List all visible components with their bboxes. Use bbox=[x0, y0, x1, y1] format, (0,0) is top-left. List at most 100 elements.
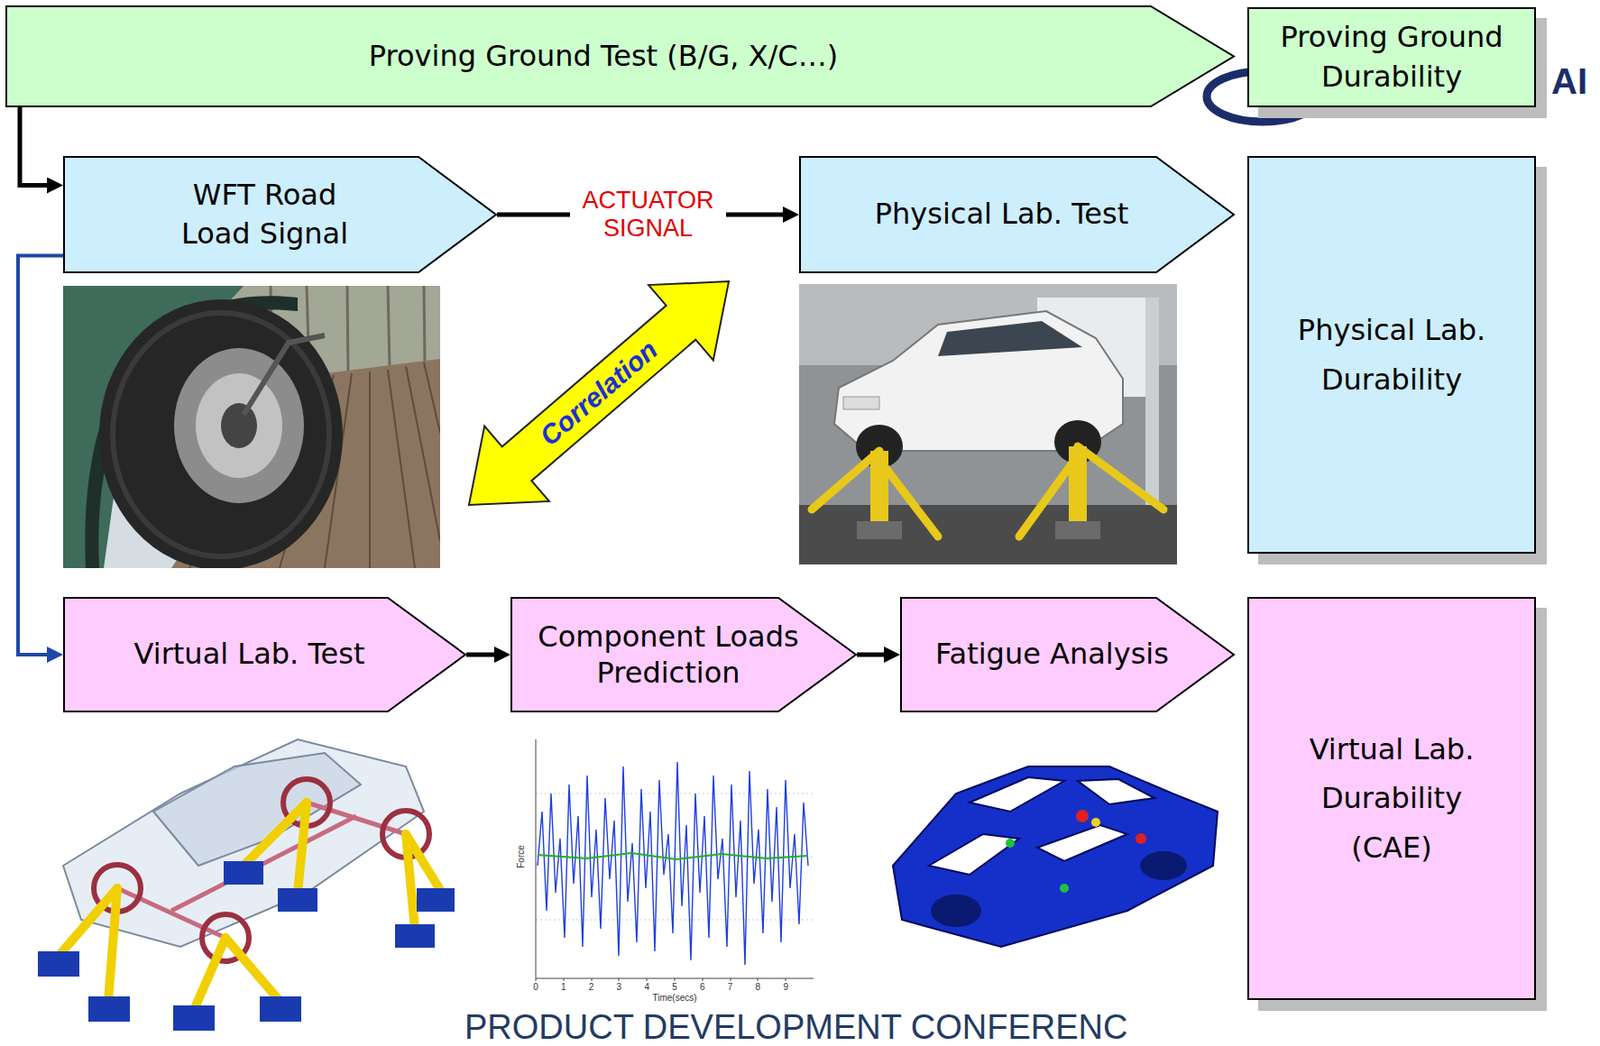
chevron-outline bbox=[901, 597, 1234, 712]
chevron-outline bbox=[800, 156, 1234, 273]
car-body-fatigue-plot bbox=[1075, 809, 1089, 823]
connector bbox=[856, 652, 884, 658]
car-body-fatigue-plot bbox=[1135, 833, 1147, 845]
wheel-photo bbox=[112, 312, 330, 557]
load-chart bbox=[646, 978, 648, 982]
axis-tick: 9 bbox=[782, 982, 789, 994]
node-text: WFT Road Load Signal bbox=[165, 175, 365, 254]
chevron-outline bbox=[64, 597, 466, 712]
load-chart bbox=[563, 978, 565, 982]
node-text: Fatigue Analysis bbox=[935, 635, 1169, 674]
virtual-rig-drawing bbox=[416, 888, 455, 912]
wheel-photo bbox=[195, 373, 283, 479]
virtual-rig-drawing bbox=[117, 802, 406, 938]
virtual-rig-drawing bbox=[108, 888, 118, 1002]
car-body-fatigue-plot bbox=[1077, 779, 1155, 805]
car-body-fatigue-plot bbox=[928, 834, 1020, 875]
node-text: Proving Ground Test (B/G, X/C…) bbox=[368, 37, 838, 76]
load-chart bbox=[535, 793, 814, 795]
lab-car-photo bbox=[870, 450, 889, 524]
load-chart bbox=[674, 978, 676, 982]
load-chart bbox=[535, 978, 537, 982]
lab-car-photo bbox=[1068, 446, 1087, 524]
wheel-photo bbox=[387, 369, 415, 569]
conference-banner: PRODUCT DEVELOPMENT CONFERENC bbox=[464, 1010, 1128, 1045]
arrow-label: Correlation bbox=[533, 333, 665, 453]
wheel-photo bbox=[405, 366, 441, 542]
process-chevron: Component Loads Prediction bbox=[510, 597, 857, 713]
virtual-rig-drawing bbox=[88, 996, 130, 1022]
process-chevron: WFT Road Load Signal bbox=[63, 156, 497, 274]
car-body-fatigue-plot bbox=[1091, 818, 1101, 828]
axis-title: Force bbox=[515, 845, 527, 869]
axis-title: Time(secs) bbox=[652, 993, 697, 1004]
virtual-rig-drawing bbox=[277, 888, 318, 912]
axis-tick: 5 bbox=[671, 982, 678, 994]
virtual-rig-drawing bbox=[93, 779, 430, 962]
result-box: Proving Ground Durability bbox=[1247, 7, 1536, 108]
connector bbox=[19, 107, 47, 186]
axis-tick: 3 bbox=[616, 982, 623, 994]
virtual-rig-drawing bbox=[37, 739, 455, 1031]
lab-car-photo bbox=[799, 284, 1178, 565]
load-chart bbox=[535, 978, 786, 982]
axis-tick: 7 bbox=[727, 982, 734, 994]
axis-tick: 4 bbox=[643, 982, 650, 994]
virtual-rig-drawing bbox=[37, 861, 455, 1031]
virtual-rig-drawing bbox=[225, 937, 280, 1002]
car-body-fatigue-plot bbox=[1059, 883, 1069, 893]
axis-tick: 6 bbox=[699, 982, 706, 994]
load-chart bbox=[785, 978, 787, 982]
process-chevron: Proving Ground Test (B/G, X/C…) bbox=[5, 5, 1235, 108]
car-body-fatigue-plot bbox=[1005, 838, 1015, 848]
virtual-rig-drawing bbox=[223, 861, 264, 885]
wheel-photo bbox=[387, 285, 390, 368]
load-chart bbox=[730, 978, 732, 982]
node-text: Physical Lab. Durability bbox=[1292, 305, 1491, 405]
axis-tick: 8 bbox=[755, 982, 762, 994]
axis-tick: 1 bbox=[560, 982, 567, 994]
virtual-rig-drawing bbox=[37, 951, 80, 977]
wheel-photo bbox=[99, 299, 343, 569]
result-box: Virtual Lab. Durability (CAE) bbox=[1247, 597, 1536, 1001]
virtual-rig-drawing bbox=[153, 753, 361, 866]
chevron-outline bbox=[6, 6, 1234, 107]
process-chevron: Physical Lab. Test bbox=[799, 156, 1235, 274]
node-text: Virtual Lab. Durability (CAE) bbox=[1292, 725, 1491, 873]
node-text: Virtual Lab. Test bbox=[134, 635, 366, 674]
axis-tick: 2 bbox=[588, 982, 595, 994]
lab-car-photo bbox=[856, 521, 902, 540]
load-chart bbox=[535, 919, 814, 921]
load-chart bbox=[535, 739, 814, 982]
virtual-rig-drawing bbox=[173, 1005, 215, 1031]
node-text: Component Loads Prediction bbox=[519, 618, 818, 691]
car-body-fatigue-plot bbox=[892, 766, 1218, 948]
lab-car-photo bbox=[937, 321, 1083, 357]
lab-car-photo bbox=[811, 450, 880, 510]
result-box: Physical Lab. Durability bbox=[1247, 156, 1536, 554]
virtual-rig-drawing bbox=[243, 802, 307, 866]
car-body-fatigue-plot bbox=[892, 766, 1218, 948]
node-text: Physical Lab. Test bbox=[874, 195, 1129, 234]
chevron-outline bbox=[511, 597, 856, 712]
process-chevron: Virtual Lab. Test bbox=[63, 597, 467, 713]
virtual-rig-drawing bbox=[259, 996, 302, 1022]
lab-car-photo bbox=[1145, 297, 1159, 506]
connector bbox=[18, 256, 64, 656]
wheel-photo bbox=[368, 371, 371, 569]
correlation-arrow bbox=[436, 243, 762, 543]
lab-car-photo bbox=[799, 284, 1178, 565]
car-body-fatigue-plot bbox=[969, 777, 1065, 812]
car-body-fatigue-plot bbox=[1037, 825, 1128, 862]
process-chevron: Fatigue Analysis bbox=[900, 597, 1235, 713]
wheel-photo bbox=[174, 348, 304, 504]
signal-label: ACTUATOR SIGNAL bbox=[570, 186, 727, 243]
wheel-photo bbox=[220, 403, 258, 449]
lab-car-photo bbox=[1077, 446, 1164, 510]
chevron-outline bbox=[63, 156, 497, 274]
wheel-photo bbox=[63, 285, 441, 569]
load-chart bbox=[702, 978, 704, 982]
wheel-photo bbox=[347, 285, 349, 372]
car-body-fatigue-plot bbox=[1140, 851, 1187, 881]
